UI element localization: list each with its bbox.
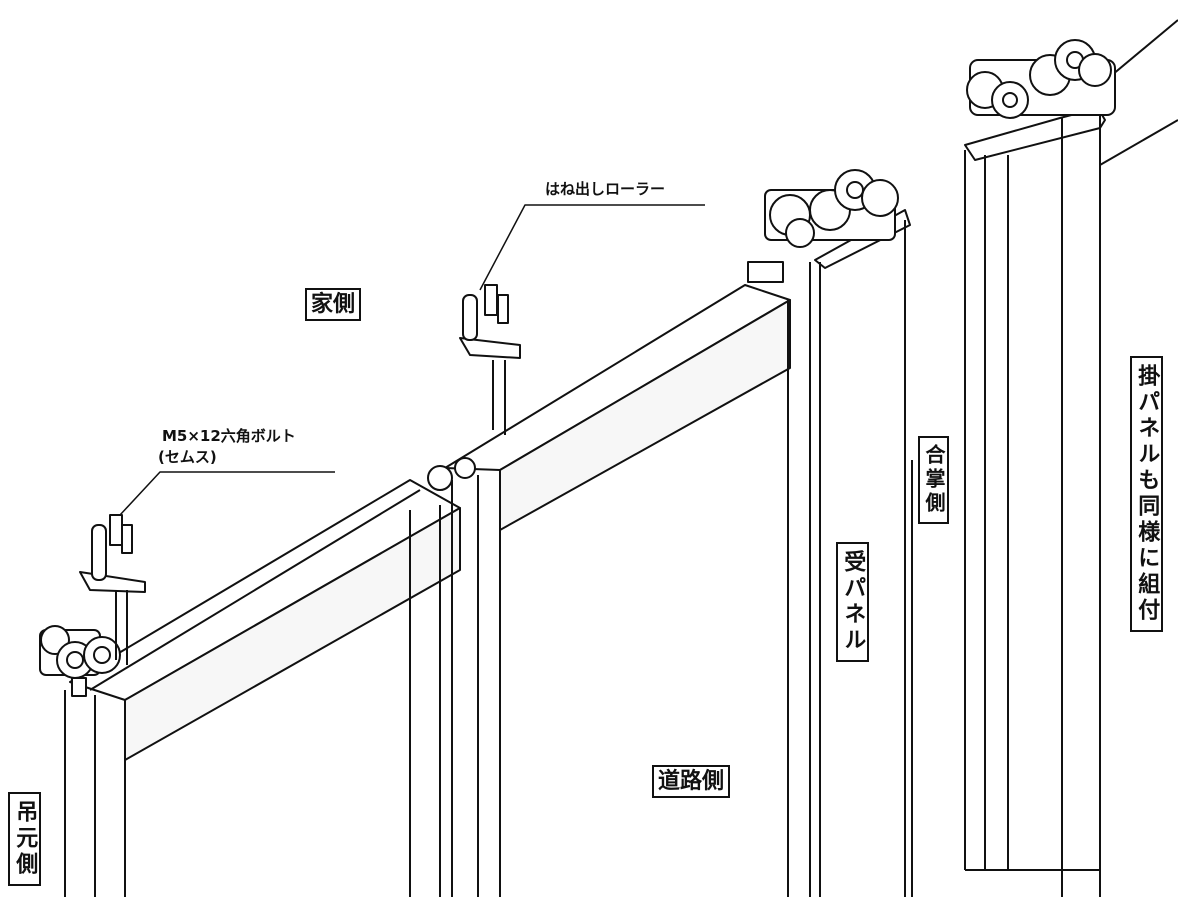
middle-panel-stiles bbox=[451, 262, 811, 897]
road-side-label: 道路側 bbox=[652, 765, 731, 799]
hanging-panel-note: 掛パネルも同様に組付 bbox=[1130, 356, 1164, 632]
middle-panel-top-rail bbox=[444, 284, 791, 531]
hanging-panel-rollers bbox=[966, 39, 1116, 119]
meeting-side-label: 合掌側 bbox=[918, 436, 949, 524]
hang-origin-side-label: 吊元側 bbox=[8, 792, 42, 886]
middle-bolt-bracket bbox=[459, 284, 521, 435]
bolt-label-line2: (セムス) bbox=[158, 448, 217, 466]
receiving-panel-rollers bbox=[747, 169, 899, 283]
left-panel-top-rail bbox=[69, 479, 461, 761]
leader-lines bbox=[119, 204, 705, 516]
hanging-panel bbox=[964, 19, 1178, 897]
left-roller-assembly bbox=[39, 625, 121, 697]
left-panel-stiles bbox=[64, 505, 441, 897]
left-bolt-bracket bbox=[79, 514, 146, 665]
house-side-label: 家側 bbox=[305, 288, 362, 322]
spring-roller-label: はね出しローラー bbox=[545, 180, 666, 198]
receiving-panel-label: 受パネル bbox=[836, 542, 870, 662]
middle-hinge bbox=[427, 457, 476, 491]
bolt-label-line1: M5×12六角ボルト bbox=[162, 427, 296, 445]
